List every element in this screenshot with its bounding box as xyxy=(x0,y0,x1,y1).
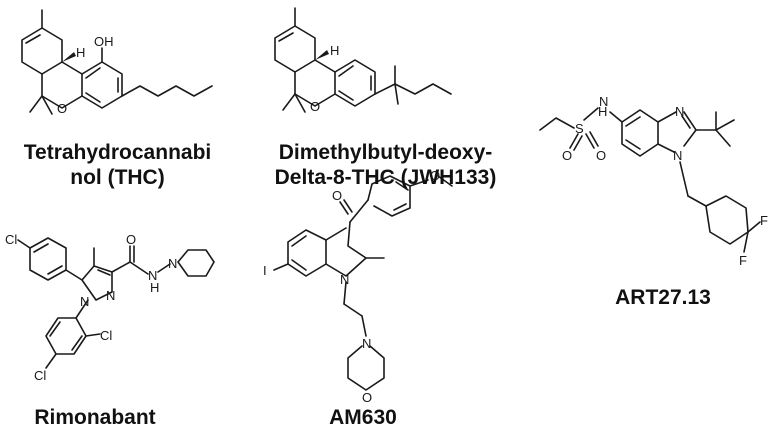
nh-label: H xyxy=(598,104,607,119)
o-label: O xyxy=(310,99,320,114)
n-label: N xyxy=(340,272,349,287)
i-label: I xyxy=(263,263,267,278)
rimonabant-name-line1: Rimonabant xyxy=(34,406,156,429)
thc-name: Tetrahydrocannabi nol (THC) xyxy=(0,140,235,190)
jwh133-structure xyxy=(274,7,452,113)
s-label: S xyxy=(575,121,584,136)
jwh133-name-line1: Dimethylbutyl-deoxy- xyxy=(278,141,493,164)
nh-label: H xyxy=(150,280,159,295)
jwh133-name-line2: Delta-8-THC (JWH133) xyxy=(274,166,497,189)
n-label: N xyxy=(675,104,684,119)
o-label: O xyxy=(332,188,342,203)
f-label: F xyxy=(739,253,747,268)
o-label: O xyxy=(562,148,572,163)
n-label: N xyxy=(168,256,177,271)
h-label: H xyxy=(76,45,85,60)
art2713-name: ART27.13 xyxy=(598,285,728,310)
n-label: N xyxy=(80,294,89,309)
oh-label: OH xyxy=(94,34,114,49)
cl-label: Cl xyxy=(34,368,46,383)
art2713-structure xyxy=(539,107,761,253)
n-label: N xyxy=(599,94,608,109)
o-label: O xyxy=(596,148,606,163)
o-label: O xyxy=(126,232,136,247)
am630-name-line1: AM630 xyxy=(329,406,397,429)
thc-name-line1: Tetrahydrocannabi xyxy=(23,141,212,164)
o-label: O xyxy=(362,390,372,405)
n-label: N xyxy=(106,288,115,303)
jwh133-name: Dimethylbutyl-deoxy- Delta-8-THC (JWH133… xyxy=(258,140,513,190)
rimonabant-name: Rimonabant xyxy=(20,405,170,430)
h-label: H xyxy=(330,43,339,58)
o-label: O xyxy=(57,101,67,116)
f-label: F xyxy=(760,213,768,228)
n-label: N xyxy=(148,268,157,283)
n-label: N xyxy=(673,148,682,163)
am630-name: AM630 xyxy=(318,405,408,430)
n-label: N xyxy=(362,336,371,351)
art2713-name-line1: ART27.13 xyxy=(615,286,711,309)
cl-label: Cl xyxy=(100,328,112,343)
cl-label: Cl xyxy=(5,232,17,247)
rimonabant-structure xyxy=(17,237,215,369)
am630-structure xyxy=(273,175,453,391)
thc-structure xyxy=(21,9,213,115)
o-label: O xyxy=(430,168,440,183)
thc-name-line2: nol (THC) xyxy=(70,166,165,189)
